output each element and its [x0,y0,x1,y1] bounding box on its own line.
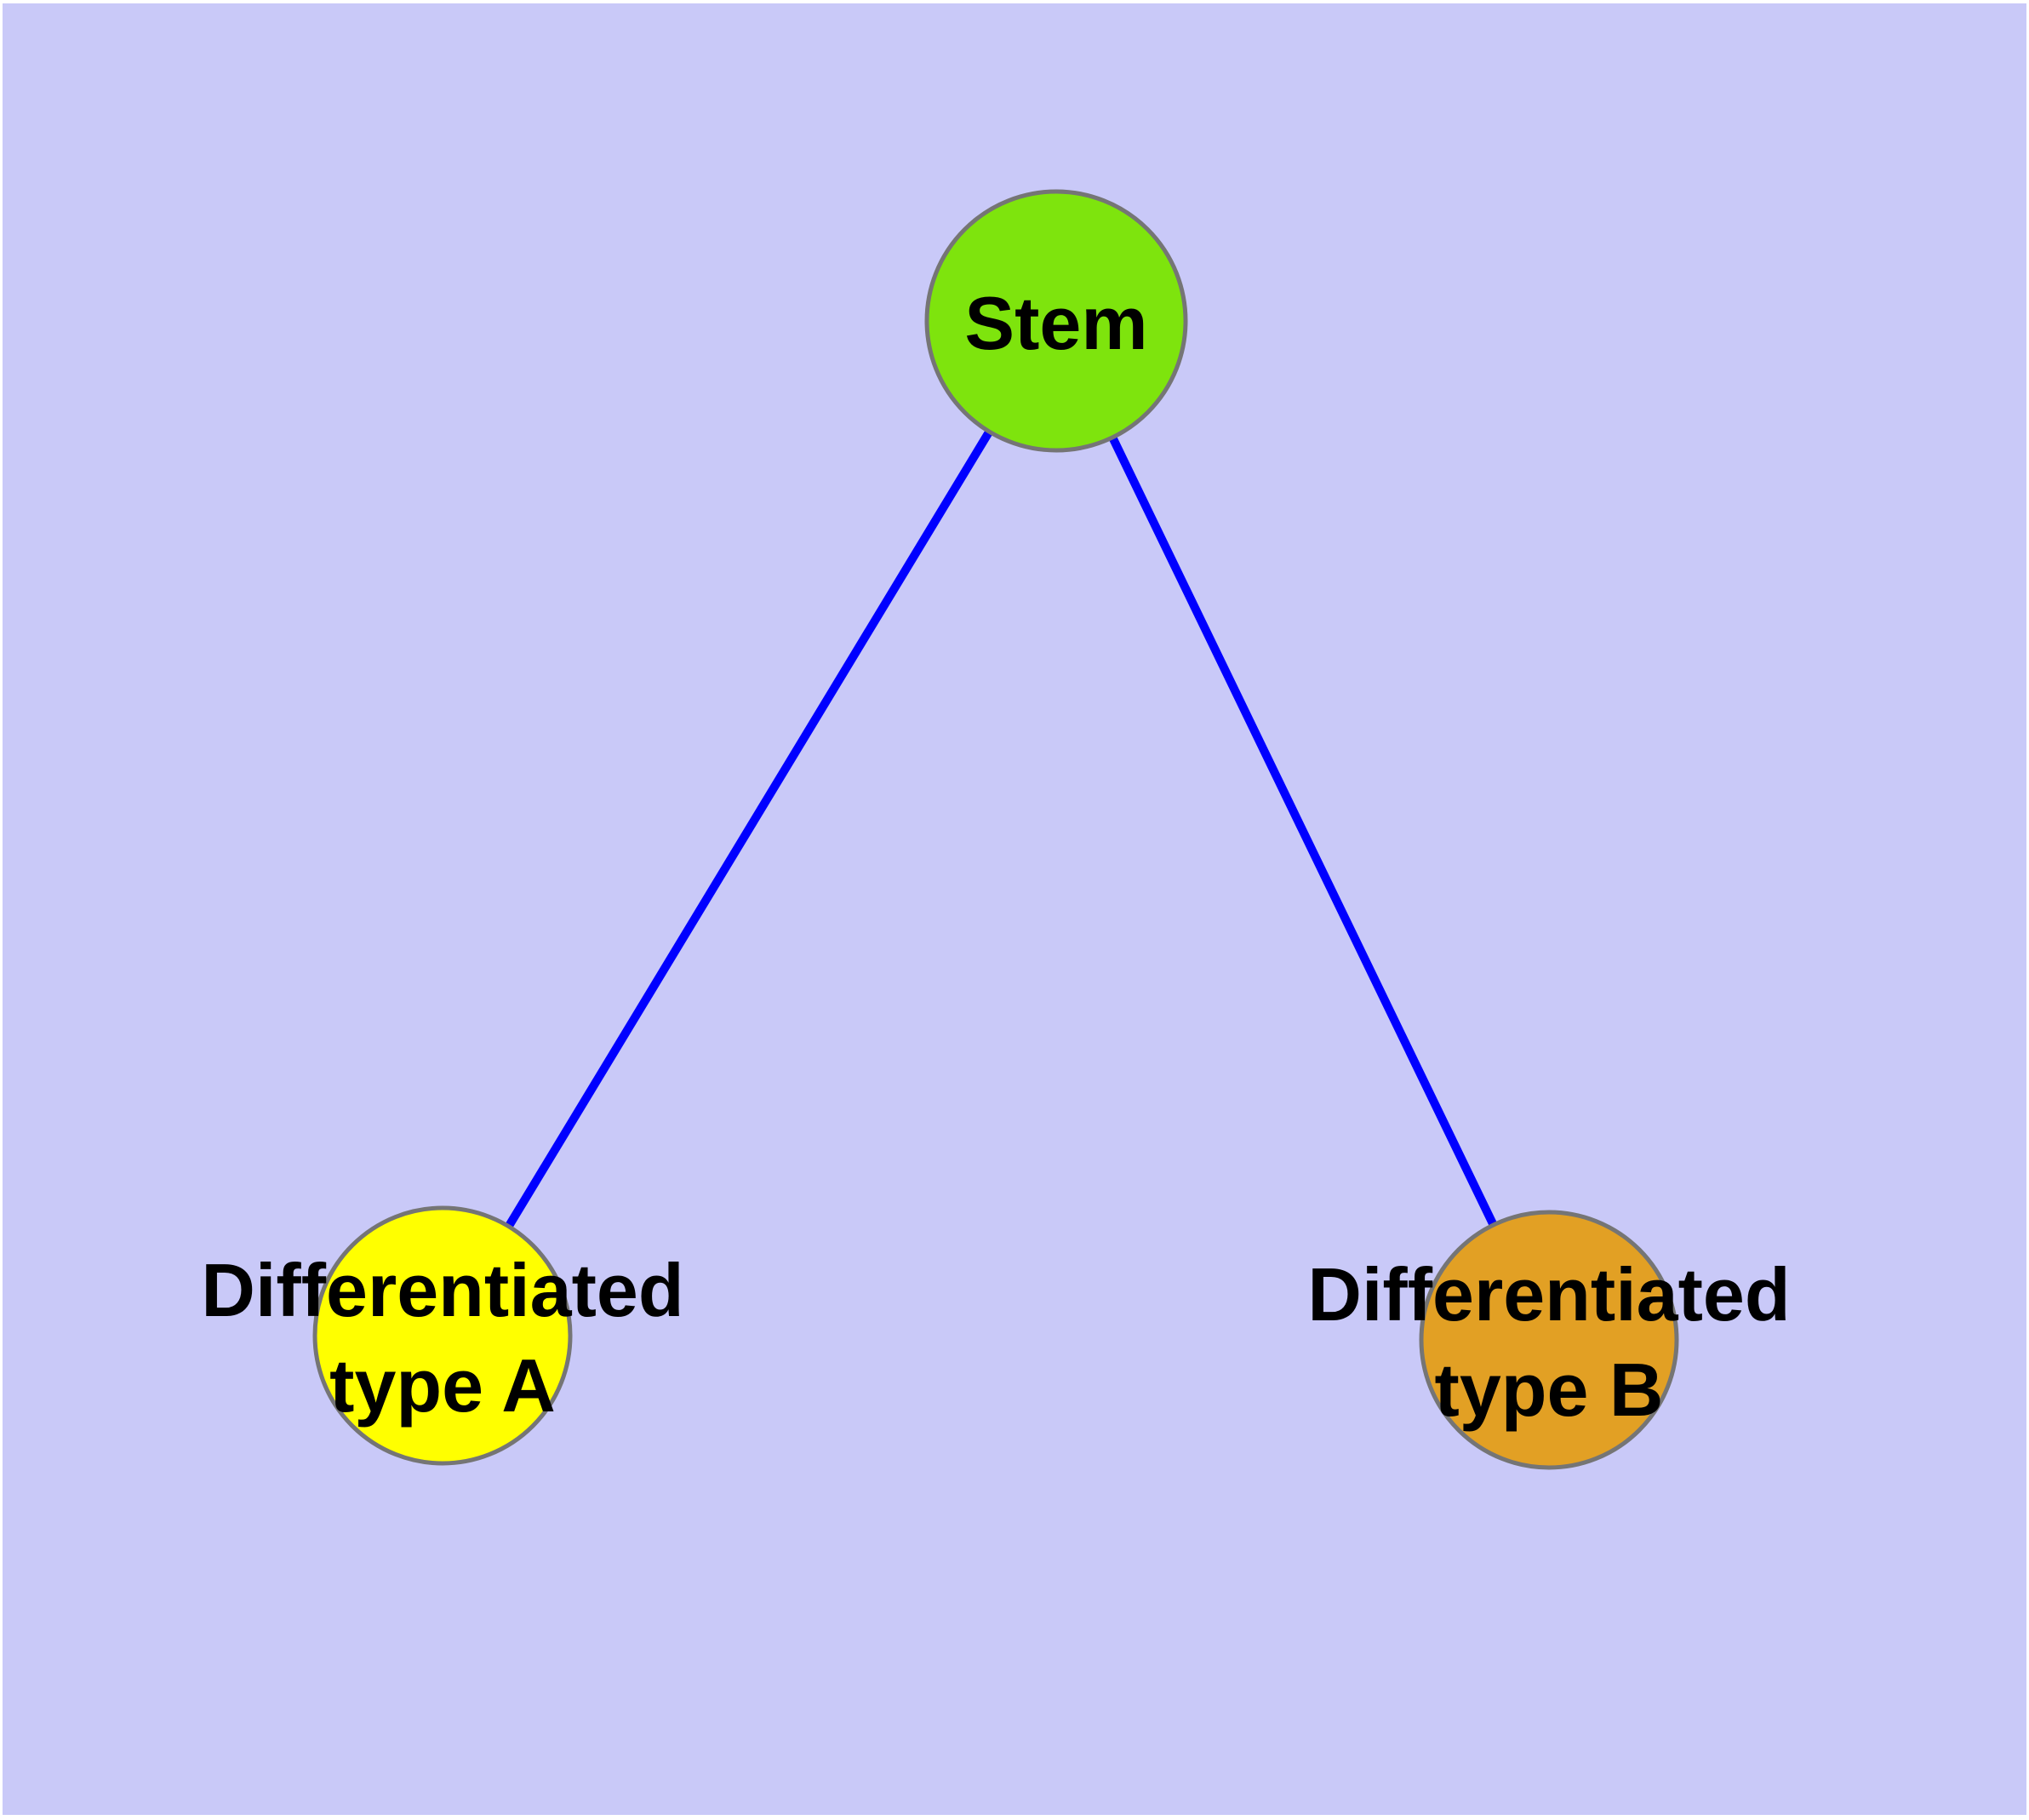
edges-layer [438,318,1553,1342]
node-differentiated-type-b-label-line-2: type B [1435,1348,1664,1432]
edge-stem-to-differentiated-type-b [1052,318,1553,1342]
node-differentiated-type-a-circle [312,1205,573,1466]
node-differentiated-type-a-label: Differentiated type A [201,1248,683,1428]
node-differentiated-type-b-label-line-1: Differentiated [1307,1252,1790,1336]
node-stem-circle [924,189,1188,453]
node-stem-label: Stem [964,281,1147,365]
nodes-layer [312,189,1679,1470]
node-differentiated-type-b-label: Differentiated type B [1307,1252,1790,1432]
edge-stem-to-differentiated-type-a [438,318,1060,1338]
node-differentiated-type-b-circle [1419,1210,1679,1470]
node-differentiated-type-a-label-line-2: type A [329,1343,556,1428]
node-differentiated-type-a-label-line-1: Differentiated [201,1248,683,1332]
node-stem-label-line-1: Stem [964,281,1147,365]
